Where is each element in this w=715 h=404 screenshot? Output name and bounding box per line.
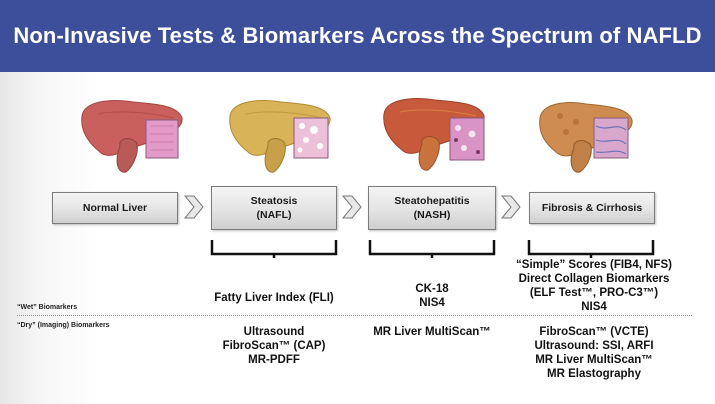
stage-fibrosis-label: Fibrosis & Cirrhosis: [541, 202, 643, 214]
dry-biomarkers-label: “Dry” (Imaging) Biomarkers: [17, 322, 110, 329]
dry-steatosis-item: Ultrasound: [243, 326, 305, 338]
row-divider: [17, 315, 692, 316]
chevron-right-icon: [183, 195, 204, 219]
wet-fibrosis-item: (ELF Test™, PRO-C3™): [529, 287, 659, 299]
dry-fibrosis-item: MR Elastography: [547, 368, 641, 380]
dry-steatosis-list: Ultrasound FibroScan™ (CAP) MR-PDFF: [194, 325, 354, 367]
stage-steatohepatitis: Steatohepatitis (NASH): [368, 186, 496, 230]
wet-nash-item: NIS4: [419, 297, 445, 309]
stage-steatosis-sublabel: (NAFL): [256, 209, 292, 221]
title-banner: Non-Invasive Tests & Biomarkers Across t…: [0, 0, 715, 72]
wet-fibrosis-list: “Simple” Scores (FIB4, NFS) Direct Colla…: [504, 258, 684, 314]
wet-fibrosis-item: NIS4: [581, 301, 607, 313]
stage-fibrosis-cirrhosis: Fibrosis & Cirrhosis: [529, 192, 655, 224]
dry-fibrosis-item: MR Liver MultiScan™: [535, 354, 653, 366]
stage-steatohepatitis-label: Steatohepatitis: [394, 195, 470, 207]
wet-nash-list: CK-18 NIS4: [352, 282, 512, 310]
slide-title: Non-Invasive Tests & Biomarkers Across t…: [13, 23, 702, 48]
liver-image-normal: [81, 100, 183, 173]
chevron-right-icon: [341, 195, 362, 219]
wet-nash-item: CK-18: [415, 283, 449, 295]
dry-steatosis-item: MR-PDFF: [248, 354, 300, 366]
dry-steatosis-item: FibroScan™ (CAP): [222, 340, 326, 352]
dry-fibrosis-item: FibroScan™ (VCTE): [539, 326, 649, 338]
stage-steatosis-label: Steatosis: [250, 195, 298, 207]
dry-fibrosis-list: FibroScan™ (VCTE) Ultrasound: SSI, ARFI …: [504, 325, 684, 381]
dry-fibrosis-item: Ultrasound: SSI, ARFI: [534, 340, 654, 352]
bracket-steatohepatitis: [368, 240, 496, 258]
liver-image-steatosis: [229, 100, 331, 173]
dry-nash-list: MR Liver MultiScan™: [352, 325, 512, 339]
wet-fibrosis-item: Direct Collagen Biomarkers: [518, 273, 670, 285]
stage-normal-liver-label: Normal Liver: [82, 202, 148, 214]
wet-fibrosis-item: “Simple” Scores (FIB4, NFS): [516, 259, 672, 271]
wet-steatosis-list: Fatty Liver Index (FLI): [194, 291, 354, 305]
bracket-steatosis: [210, 240, 338, 258]
liver-image-fibrosis: [539, 102, 633, 173]
stage-steatosis: Steatosis (NAFL): [211, 186, 337, 230]
stage-normal-liver: Normal Liver: [52, 192, 178, 224]
liver-image-steatohepatitis: [383, 98, 485, 171]
wet-biomarkers-label: “Wet” Biomarkers: [17, 304, 78, 311]
dry-nash-item: MR Liver MultiScan™: [373, 326, 491, 338]
stage-steatohepatitis-sublabel: (NASH): [413, 209, 451, 221]
bracket-fibrosis: [527, 240, 655, 258]
chevron-right-icon: [500, 195, 521, 219]
wet-steatosis-item: Fatty Liver Index (FLI): [214, 292, 334, 304]
